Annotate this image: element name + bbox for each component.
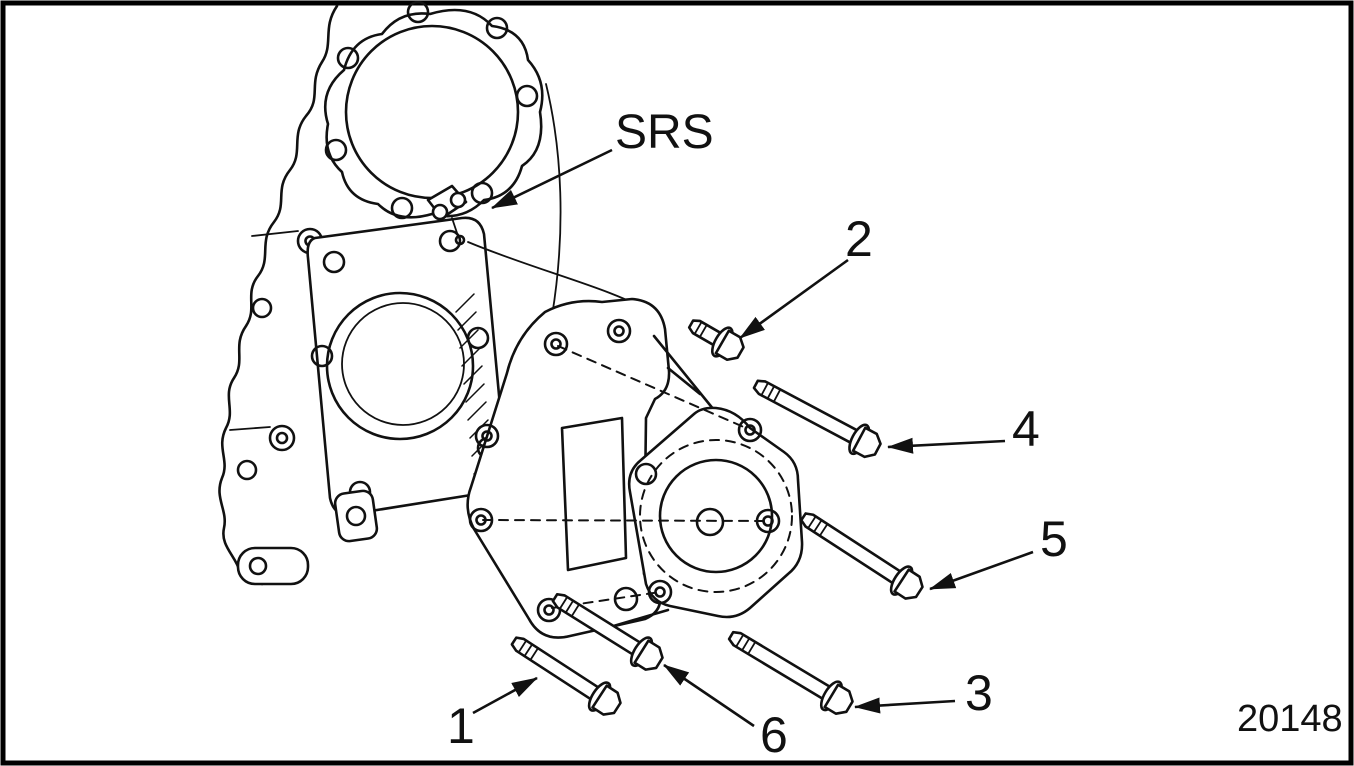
callout-6-label: 6 <box>760 707 788 763</box>
callout-4-arrow <box>887 437 1006 454</box>
callout-srs-arrow <box>491 148 613 210</box>
top-flange-gasket <box>323 0 544 220</box>
callout-arrows <box>472 148 1034 728</box>
callout-1-arrow <box>472 676 538 715</box>
adapter-front-flange <box>627 406 804 619</box>
callout-2-arrow <box>739 258 849 340</box>
callout-3-arrow <box>854 697 956 714</box>
callout-5-label: 5 <box>1040 511 1068 567</box>
callout-4-label: 4 <box>1012 401 1040 457</box>
callout-3-label: 3 <box>965 665 993 721</box>
callout-2-label: 2 <box>845 211 873 267</box>
callout-6-arrow <box>663 663 755 728</box>
callout-srs-label: SRS <box>615 106 714 159</box>
figure-number: 20148 <box>1237 698 1343 740</box>
adapter-rear-flange <box>466 297 671 639</box>
gasket-plate <box>306 216 508 543</box>
callout-5-arrow <box>929 550 1034 591</box>
callout-1-label: 1 <box>447 698 475 754</box>
front-face-dashed-circle <box>639 439 793 593</box>
engine-gear-case <box>218 0 665 586</box>
